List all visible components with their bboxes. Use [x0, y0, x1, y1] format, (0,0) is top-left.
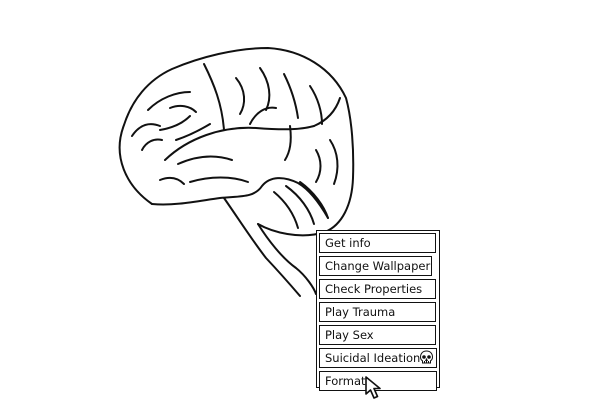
menu-item-label: Check Properties [325, 282, 423, 296]
menu-item-label: Get info [325, 236, 371, 250]
menu-item-check-properties[interactable]: Check Properties [319, 279, 436, 299]
menu-item-label: Change Wallpaper [325, 259, 431, 273]
menu-item-label: Play Sex [325, 328, 374, 342]
menu-item-play-sex[interactable]: Play Sex [319, 325, 436, 345]
menu-item-suicidal-ideation[interactable]: Suicidal Ideation [319, 348, 437, 368]
menu-item-label: Suicidal Ideation [325, 351, 421, 365]
arrow-cursor-icon [365, 376, 381, 399]
menu-item-label: Format [325, 374, 366, 388]
skull-icon [419, 350, 434, 364]
context-menu: Get info Change Wallpaper Check Properti… [316, 230, 440, 391]
menu-item-play-trauma[interactable]: Play Trauma [319, 302, 436, 322]
brain-stem [223, 197, 301, 297]
menu-item-change-wallpaper[interactable]: Change Wallpaper [319, 256, 432, 276]
menu-item-get-info[interactable]: Get info [319, 233, 436, 253]
brain-outline [118, 47, 355, 237]
menu-item-label: Play Trauma [325, 305, 396, 319]
menu-item-format[interactable]: Format [319, 371, 437, 391]
